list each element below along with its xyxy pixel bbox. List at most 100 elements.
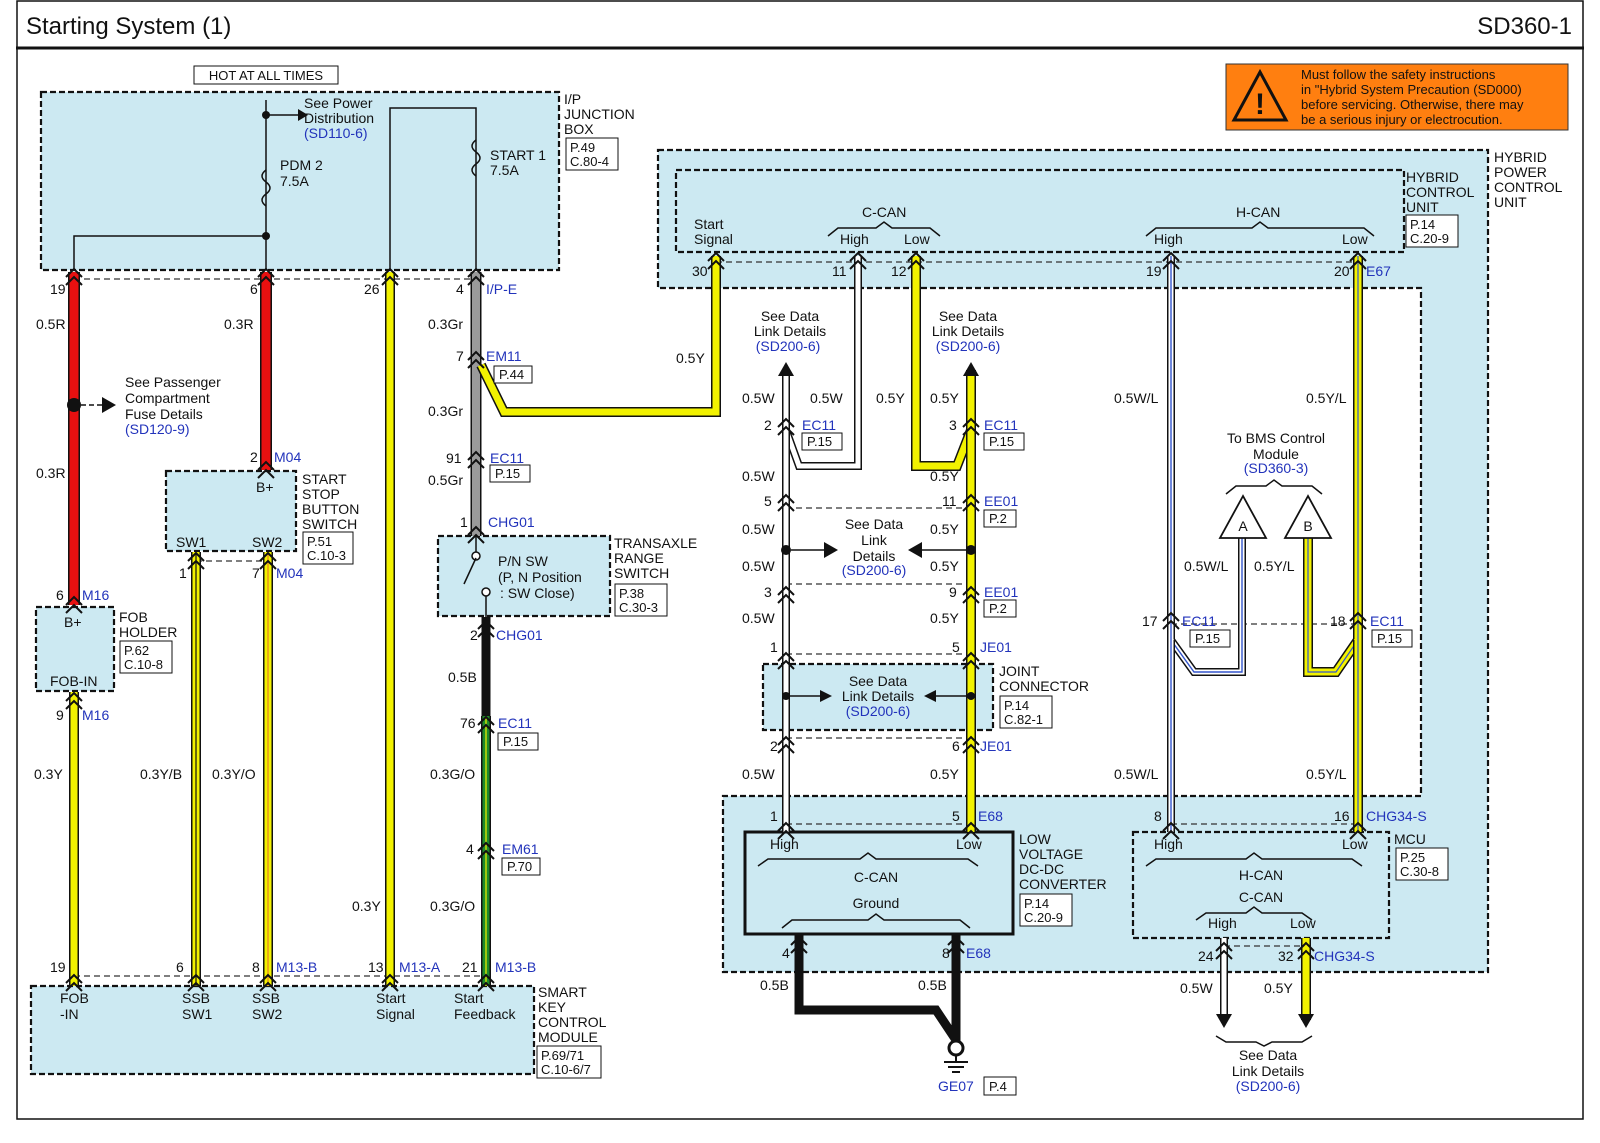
joint-ref-2: C.82-1 [1004,712,1043,727]
em61-ref-box [501,857,541,876]
hcan-yl-1: 0.5Y/L [1306,390,1347,406]
datalink-mid-link[interactable]: (SD200-6) [842,562,907,578]
hcu-name-1: HYBRID [1406,169,1459,185]
hcan-wl-3: 0.5W/L [1114,766,1159,782]
connector-chevron [65,275,83,286]
splice-dot [781,545,791,555]
fob-bplus: B+ [64,614,82,630]
fuse-details-link[interactable]: (SD120-9) [125,421,190,437]
connector-chevron [187,981,205,992]
skm-startfb-2: Feedback [454,1006,516,1022]
wire-label-0-3r-b: 0.3R [36,465,66,481]
ec11l-label: EC11 [802,417,836,433]
skm-startsig-1: Start [376,990,406,1006]
connector-chevron [790,943,808,954]
hot-at-all-times-box [193,65,339,85]
datalink-left-link[interactable]: (SD200-6) [756,338,821,354]
bms-line-2: Module [1253,446,1299,462]
splice-dot [782,692,790,700]
trs-name-1: TRANSAXLE [614,535,697,551]
connector-chevron [962,501,980,512]
ldc-ccan-brace [757,852,979,867]
arrow-right-icon [298,109,308,121]
wire-hcan-wl-outline [1167,256,1246,676]
connector-chevron [962,425,980,436]
connector-chevron [962,585,980,596]
ipjb-ref-1: P.49 [570,140,595,155]
connector-chevron [1162,259,1180,270]
hcan-ec11a-ref: P.15 [1195,631,1220,646]
bottom-link-link[interactable]: (SD200-6) [1236,1078,1301,1094]
hot-at-all-times: HOT AT ALL TIMES [209,68,323,83]
ldc-wire-b1: 0.5B [760,977,789,993]
skm-conn-m13a: M13-A [399,959,441,975]
datalink-right-link[interactable]: (SD200-6) [936,338,1001,354]
hcan-yl-2: 0.5Y/L [1254,558,1295,574]
connector-chevron [777,821,795,832]
arrow-up-icon [963,362,979,376]
offpage-b: B [1303,518,1312,534]
smart-key-control-module [29,984,536,1076]
connector-chevron [259,981,277,992]
pdm2-label: PDM 2 [280,157,323,173]
em61-ref: P.70 [507,859,532,874]
bms-link[interactable]: (SD360-3) [1244,460,1309,476]
wire-label-0-5r: 0.5R [36,316,66,332]
ipjb-name-3: BOX [564,121,594,137]
arrow-right-icon [102,397,116,413]
skm-pin-21: 21 [462,959,478,975]
start-feed [389,107,477,270]
see-power-link[interactable]: (SD110-6) [304,125,368,141]
ec11l-pin: 2 [764,417,772,433]
skm-name-2: KEY [538,999,567,1015]
ec11r-label: EC11 [984,417,1018,433]
chg01-pin-2: 2 [470,627,478,643]
ee01b-ref-box [983,599,1017,618]
ssb-ref-box [302,531,354,565]
mcu-high: High [1154,836,1183,852]
connector-chevron [187,551,205,562]
ccan-w-1: 0.5W [742,390,775,406]
connector-chevron [467,358,485,369]
ccan-w-4: 0.5W [742,521,775,537]
connector-chevron [1297,949,1315,960]
datalink-right-2: Link Details [932,323,1004,339]
connector-chevron [777,743,795,754]
connector-chevron [1297,941,1315,952]
ec11b-ref-box [497,732,539,751]
wire-label-0-3y-b: 0.3Y [352,898,381,914]
ldc-high: High [770,836,799,852]
connector-chevron [777,501,795,512]
ee01b-pin-l: 3 [764,584,772,600]
ipjb-ref-box [565,137,619,171]
mcu-low: Low [1342,836,1369,852]
em11-ref-box [493,365,533,384]
pn-sw-blade [463,557,477,585]
connector-chevron [381,973,399,984]
skm-startfb-1: Start [454,990,484,1006]
connector-chevron [777,829,795,840]
ee01a-pin-l: 5 [764,493,772,509]
wire-hcan-wl [1168,256,1245,675]
connector-chevron [947,935,965,946]
hcan-ec11b: EC11 [1370,613,1404,629]
mcu-module [1131,830,1391,940]
skm-conn-m13b-b: M13-B [495,959,536,975]
connector-chevron [477,723,495,734]
skm-fobin-2: -IN [60,1006,79,1022]
diagram-code: SD360-1 [1477,13,1572,40]
ccan-w-6: 0.5W [742,610,775,626]
ssb-name-2: STOP [302,486,340,502]
connector-chevron [1349,821,1367,832]
ccan-w-2: 0.5W [810,390,843,406]
hybrid-control-unit [674,168,1406,254]
connector-chevron [1215,941,1233,952]
hcan-wl-1: 0.5W/L [1114,390,1159,406]
wire-hcan-yl [1304,256,1362,676]
connector-chevron [777,593,795,604]
mcu-ref-box [1395,847,1449,881]
start1-label: START 1 [490,147,546,163]
connector-chevron [790,935,808,946]
joint-see-link[interactable]: (SD200-6) [846,703,911,719]
wire-label-0-3gr-b: 0.3Gr [428,403,463,419]
